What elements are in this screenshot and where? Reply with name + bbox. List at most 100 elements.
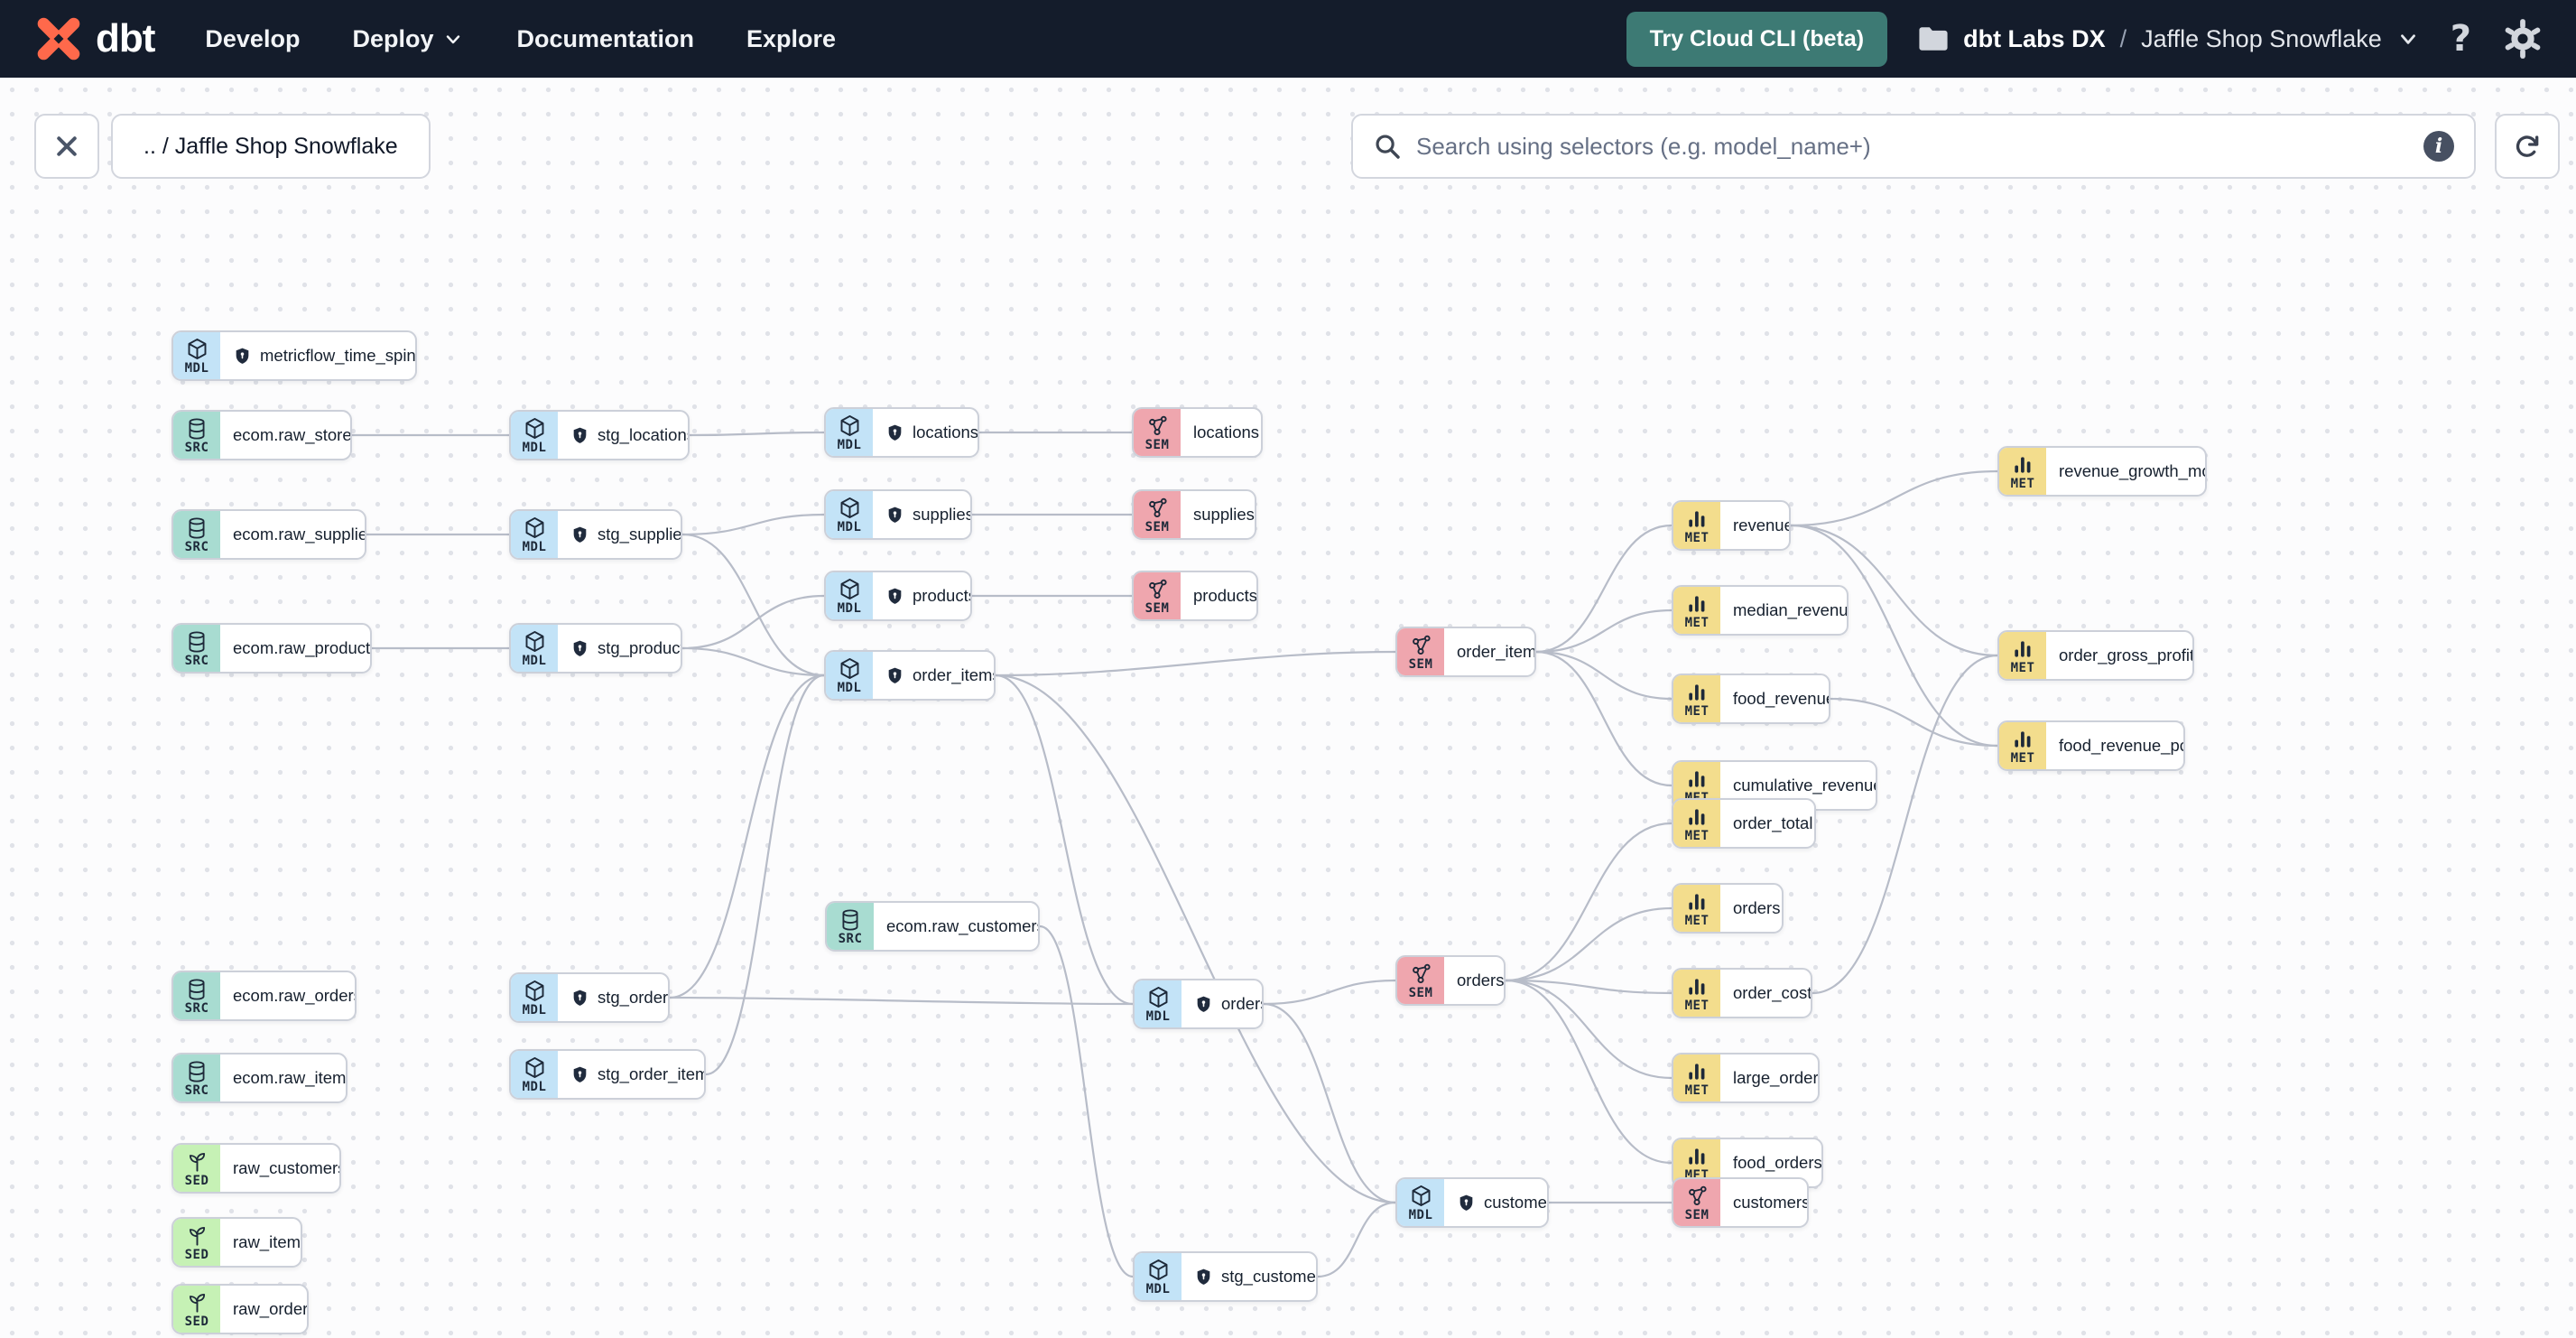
node-type-label: MDL (522, 1080, 547, 1094)
source-database-icon (842, 908, 858, 931)
lineage-edge-order_items-to-orders_mdl (995, 674, 1134, 1006)
nav-item-explore[interactable]: Explore (746, 25, 836, 53)
metric-node-large_order[interactable]: MET large_order (1672, 1053, 1820, 1103)
node-label: food_orders (1720, 1139, 1821, 1186)
lineage-edge-orders_sem-to-orders_met (1505, 906, 1673, 982)
nav-item-develop[interactable]: Develop (205, 25, 300, 53)
node-type-label: MET (1684, 1082, 1710, 1098)
seed-badge: SED (173, 1219, 220, 1266)
search-input[interactable] (1416, 132, 2409, 161)
source-database-icon (189, 1060, 205, 1082)
node-type-label: SRC (184, 1000, 209, 1016)
main-menu: Develop Deploy Documentation Explore (205, 25, 836, 53)
breadcrumb[interactable]: .. / Jaffle Shop Snowflake (111, 114, 431, 179)
node-label: raw_orders (220, 1286, 307, 1333)
model-node-customers[interactable]: MDLcustomers (1395, 1177, 1549, 1228)
source-badge: SRC (827, 903, 874, 950)
node-label: large_order (1720, 1055, 1818, 1101)
node-label: food_revenue (1720, 675, 1829, 722)
model-badge: MDL (826, 572, 873, 619)
node-type-label: MDL (522, 441, 547, 455)
node-type-label: MDL (1145, 1009, 1171, 1024)
node-name-text: supplies (913, 505, 970, 524)
node-label: stg_locations (558, 412, 688, 459)
node-name-text: products (1193, 586, 1256, 605)
node-name-text: stg_products (598, 638, 681, 657)
model-cube-icon (525, 417, 543, 440)
gear-icon[interactable] (2502, 18, 2544, 60)
try-cloud-cli-button[interactable]: Try Cloud CLI (beta) (1626, 11, 1888, 67)
metric-bars-icon (1689, 683, 1705, 701)
node-name-text: ecom.raw_items (233, 1068, 346, 1087)
semantic-model-node-order_item[interactable]: SEM order_item (1395, 627, 1536, 677)
model-badge: MDL (826, 652, 873, 699)
node-type-label: MET (2010, 476, 2035, 491)
model-badge: MDL (1135, 980, 1181, 1027)
dbt-logo[interactable]: dbt (32, 13, 155, 65)
lineage-edge-order_item_sem-to-cumulative_revenue (1535, 650, 1673, 787)
shield-icon (1459, 1194, 1473, 1211)
project-selector[interactable]: dbt Labs DX / Jaffle Shop Snowflake (1918, 25, 2420, 53)
source-database-icon (189, 516, 205, 539)
semantic-model-node-products[interactable]: SEM products (1132, 571, 1258, 621)
node-name-text: ecom.raw_orders (233, 986, 355, 1005)
node-name-text: order_item (1457, 642, 1534, 661)
node-label: ecom.raw_items (220, 1055, 346, 1101)
semantic-model-badge: SEM (1134, 572, 1181, 619)
model-node-stg_locations[interactable]: MDL stg_locations (509, 410, 690, 460)
semantic-model-badge: SEM (1397, 628, 1444, 675)
metric-badge: MET (1673, 800, 1720, 847)
nav-item-deploy[interactable]: Deploy (352, 25, 464, 53)
close-button[interactable] (34, 114, 99, 179)
model-node-orders[interactable]: MDLorders (1133, 979, 1264, 1029)
search-bar: i (1351, 114, 2476, 179)
node-type-label: MDL (837, 438, 862, 452)
source-node-ecom.raw_orders[interactable]: SRC ecom.raw_orders (171, 971, 357, 1021)
node-name-text: stg_locations (598, 425, 688, 444)
account-name: dbt Labs DX (1963, 24, 2106, 52)
shield-icon (1197, 1268, 1210, 1285)
model-badge: MDL (173, 332, 220, 379)
help-icon[interactable]: ? (2450, 18, 2471, 60)
nav-item-label: Documentation (516, 24, 694, 52)
metric-bars-icon (1689, 808, 1705, 825)
nav-item-documentation[interactable]: Documentation (516, 25, 694, 53)
node-name-text: ecom.raw_supplies (233, 525, 365, 544)
refresh-button[interactable] (2495, 114, 2560, 179)
lineage-edge-orders_mdl-to-orders_sem (1263, 979, 1396, 1006)
info-icon[interactable]: i (2423, 131, 2454, 162)
lineage-edge-stg_products-to-products (681, 594, 825, 650)
